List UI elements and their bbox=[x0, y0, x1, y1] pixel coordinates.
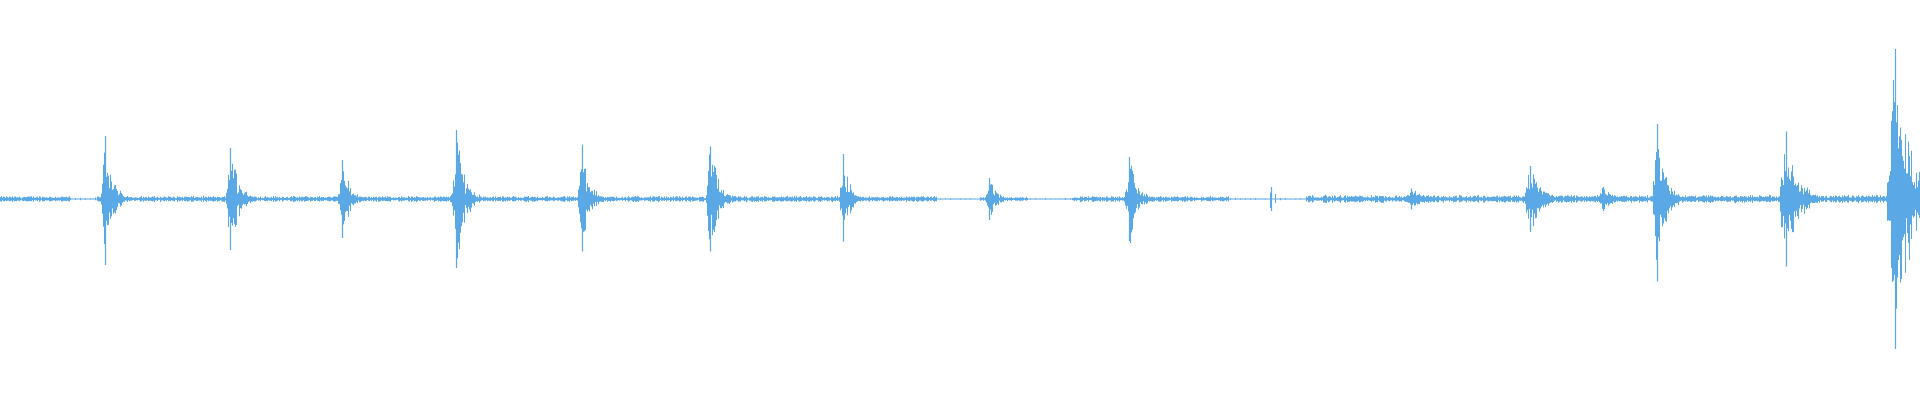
waveform-trace bbox=[0, 49, 1920, 349]
